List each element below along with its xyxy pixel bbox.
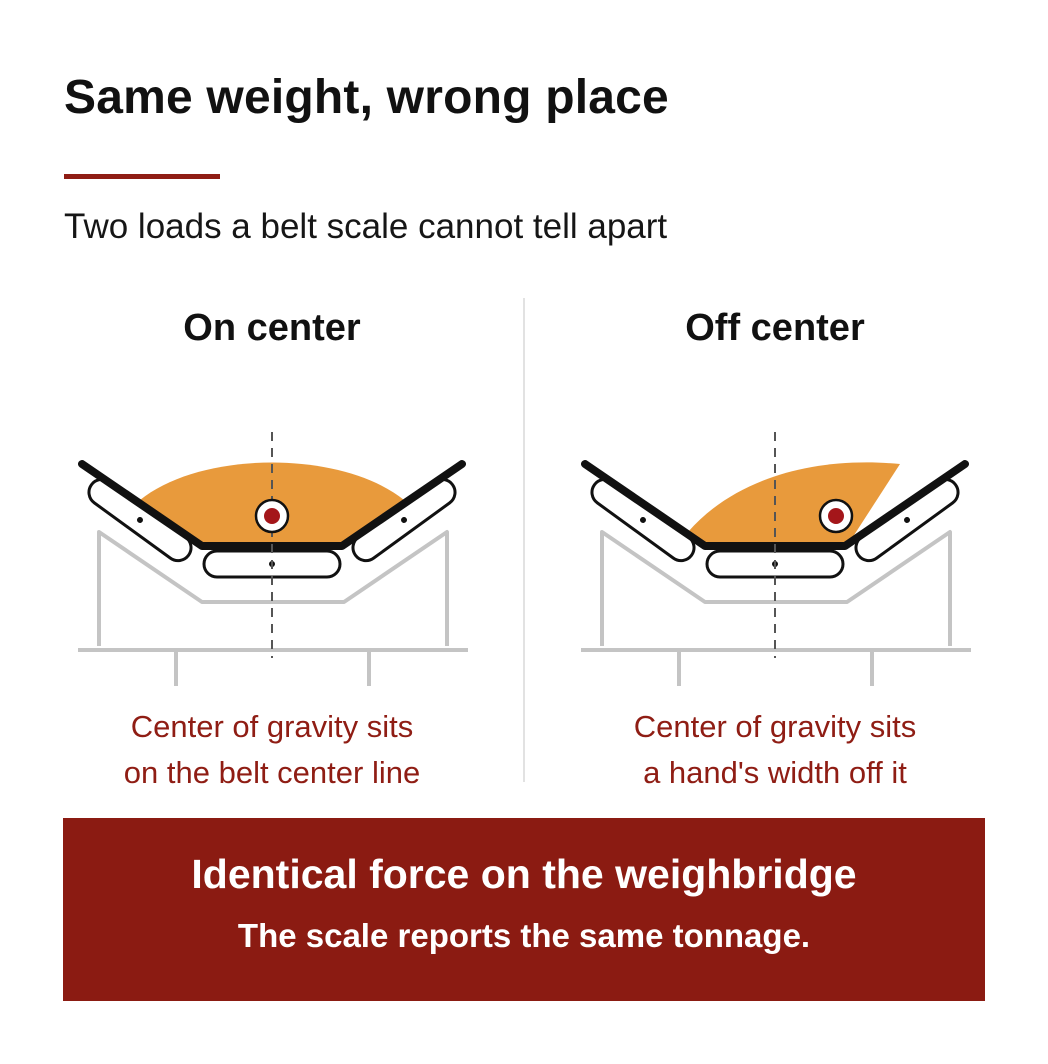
roller-axle-dot	[401, 517, 407, 523]
roller-axle-dot	[904, 517, 910, 523]
center-of-gravity-dot	[828, 508, 844, 524]
roller-axle-dot	[137, 517, 143, 523]
panel-caption: Center of gravity sits on the belt cente…	[62, 704, 482, 796]
panel-divider	[523, 298, 525, 782]
banner-subline: The scale reports the same tonnage.	[237, 917, 811, 954]
caption-line-1: Center of gravity sits	[130, 709, 414, 744]
page-title: Same weight, wrong place	[64, 71, 669, 124]
panel-caption: Center of gravity sits a hand's width of…	[565, 704, 985, 796]
caption-line-2: on the belt center line	[123, 755, 421, 790]
panel-off-center: Off center Center of gravity sits a hand…	[565, 300, 985, 790]
center-of-gravity-dot	[264, 508, 280, 524]
caption-line-1: Center of gravity sits	[633, 709, 917, 744]
idler-frame	[97, 530, 449, 646]
title-accent-rule	[64, 174, 220, 179]
roller-axle-dot	[640, 517, 646, 523]
page-subtitle: Two loads a belt scale cannot tell apart	[64, 207, 668, 246]
troughed-idler-diagram	[78, 432, 468, 686]
banner-headline: Identical force on the weighbridge	[191, 851, 857, 897]
panel-heading: On center	[183, 307, 361, 349]
panel-heading: Off center	[685, 307, 865, 349]
caption-line-2: a hand's width off it	[643, 755, 907, 790]
panel-on-center: On center Center of gravity sits on the …	[62, 300, 482, 790]
idler-frame	[600, 530, 952, 646]
troughed-idler-diagram	[581, 432, 971, 686]
conclusion-banner: Identical force on the weighbridge The s…	[63, 818, 985, 1001]
